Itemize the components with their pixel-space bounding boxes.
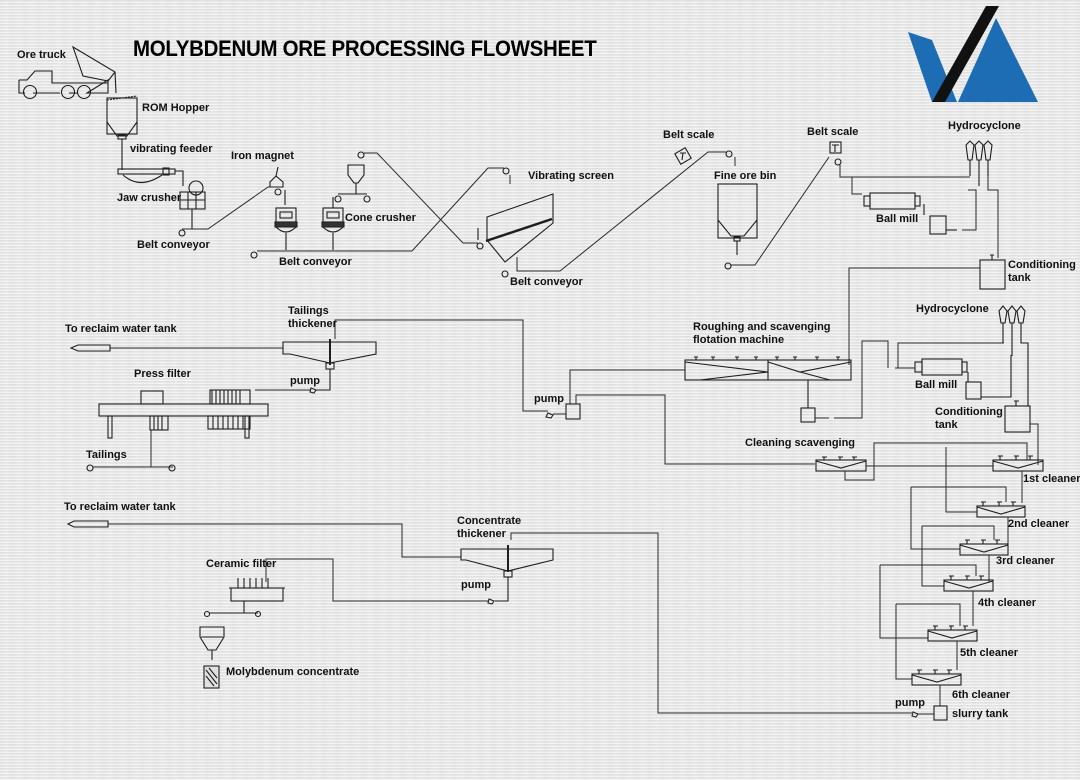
fine-ore-bin-icon [717,183,758,255]
label-ball-mill-2: Ball mill [915,379,958,391]
label-pump-1: pump [290,375,320,387]
label-slurry-tank: slurry tank [952,708,1009,720]
ball-mill-1-icon [863,189,977,235]
label-cleaner-6: 6th cleaner [952,689,1011,701]
roughing-flotation-machine-icon [684,340,889,423]
slurry-tank-icon [510,532,948,721]
ore-truck-icon [18,45,117,100]
label-roughing-flotation: Roughing and scavenging flotation machin… [693,321,831,346]
vibrating-feeder-icon [117,167,184,186]
label-reclaim-water-1: To reclaim water tank [65,323,177,335]
label-vibrating-screen: Vibrating screen [528,170,614,182]
label-belt-scale-2: Belt scale [807,126,859,138]
tailings-thickener-icon [282,339,377,394]
conditioning-tank-2-icon [1004,400,1039,465]
reclaim-water-arrow-1 [69,344,283,352]
company-logo [908,6,1038,102]
cleaner-3-icon [921,525,1009,587]
cleaner-2-icon [910,447,1026,550]
ball-mill-2-icon [895,342,1012,400]
cone-crusher-icon [274,164,371,250]
label-conditioning-tank-2: Conditioning tank [935,406,1003,431]
label-ball-mill-1: Ball mill [876,213,919,225]
label-pump-4: pump [895,697,925,709]
belt-conveyor-2 [250,151,511,259]
molybdenum-concentrate-bag-icon [203,665,220,689]
label-cleaner-5: 5th cleaner [960,647,1019,659]
label-cone-crusher: Cone crusher [345,212,416,224]
belt-conveyor-3 [501,150,736,278]
concentrate-thickener-icon [265,545,554,605]
label-ore-truck: Ore truck [17,49,66,61]
vibrating-screen-icon [476,193,554,263]
label-pump-3: pump [461,579,491,591]
hydrocyclone-2-icon [998,305,1029,406]
label-concentrate-thickener: Concentrate thickener [457,515,522,540]
label-hydrocyclone-2: Hydrocyclone [916,303,989,315]
belt-scale-1-icon [674,147,692,165]
page-title: MOLYBDENUM ORE PROCESSING FLOWSHEET [133,36,597,61]
label-ceramic-filter: Ceramic filter [206,558,277,570]
label-pump-2: pump [534,393,564,405]
conditioning-tank-1-icon [848,254,1006,365]
label-molybdenum-concentrate: Molybdenum concentrate [226,666,360,678]
label-iron-magnet: Iron magnet [231,150,294,162]
label-tailings: Tailings [86,449,127,461]
reclaim-water-arrow-2 [66,520,461,558]
hydrocyclone-1-icon [852,140,999,258]
press-filter-icon [86,389,310,472]
label-conditioning-tank-1: Conditioning tank [1008,259,1076,284]
label-rom-hopper: ROM Hopper [142,102,210,114]
label-belt-conveyor-2: Belt conveyor [279,256,352,268]
label-cleaner-2: 2nd cleaner [1008,518,1070,530]
ceramic-filter-icon [203,578,285,618]
label-belt-scale-1: Belt scale [663,129,715,141]
label-hydrocyclone-1: Hydrocyclone [948,120,1021,132]
cleaner-5-icon [895,603,978,680]
label-cleaner-1: 1st cleaner [1023,473,1080,485]
belt-scale-2-icon [829,141,842,154]
label-cleaner-3: 3rd cleaner [996,555,1055,567]
label-fine-ore-bin: Fine ore bin [714,170,777,182]
pump-2-icon [334,319,815,465]
label-vibrating-feeder: vibrating feeder [130,143,213,155]
label-belt-conveyor-3: Belt conveyor [510,276,583,288]
label-cleaning-scavenging: Cleaning scavenging [745,437,856,449]
concentrate-hopper-icon [199,626,225,660]
iron-magnet-icon [269,166,286,205]
rom-hopper-icon [106,95,138,170]
cleaner-1-icon [992,455,1044,503]
label-press-filter: Press filter [134,368,191,380]
cleaner-6-icon [911,669,962,706]
cleaner-4-icon [879,564,994,639]
cleaning-scavenging-icon [815,442,1028,481]
label-jaw-crusher: Jaw crusher [117,192,182,204]
label-reclaim-water-2: To reclaim water tank [64,501,176,513]
label-belt-conveyor-1: Belt conveyor [137,239,210,251]
label-cleaner-4: 4th cleaner [978,597,1037,609]
label-tailings-thickener: Tailings thickener [288,305,337,330]
jaw-crusher-icon [179,180,206,230]
